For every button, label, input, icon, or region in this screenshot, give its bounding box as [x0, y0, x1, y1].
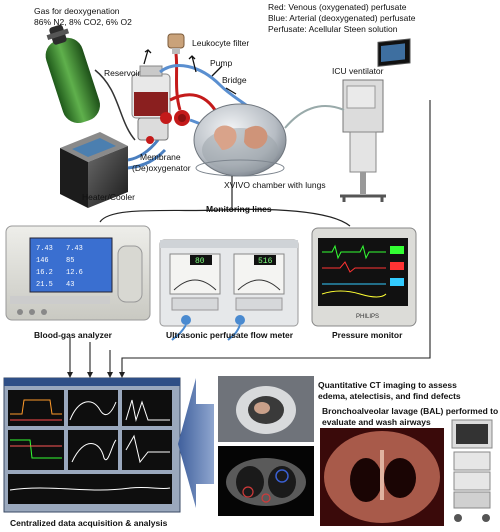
bal-text-line2: evaluate and wash airways — [322, 417, 431, 427]
bga-value-8: 43 — [66, 281, 74, 289]
pump-label: Pump — [210, 58, 233, 68]
pump — [174, 110, 190, 126]
membrane-label: Membrane — [140, 152, 181, 162]
icu-ventilator — [284, 38, 411, 202]
monitoring-lines-label: Monitoring lines — [206, 204, 272, 214]
bga-screen-values: 7.43 7.43 146 85 16.2 12.6 21.5 43 — [36, 245, 83, 289]
monitor-brand: PHILIPS — [356, 314, 379, 320]
data-acquisition-screen — [3, 377, 181, 513]
membrane-oxygenator — [137, 112, 172, 144]
heater-cooler-label: Heater/Cooler — [82, 192, 135, 202]
reservoir-label: Reservoir — [104, 68, 141, 78]
legend-blue: Blue: Arterial (deoxygenated) perfusate — [268, 13, 416, 23]
bga-value-2: 7.43 — [66, 245, 83, 253]
flow-arrows — [143, 49, 237, 95]
flow-meter-device — [159, 239, 299, 341]
ct-scan-images — [218, 376, 314, 516]
flow-display-right: 516 — [258, 257, 273, 266]
bga-value-7: 21.5 — [36, 281, 53, 289]
leukocyte-filter — [167, 33, 185, 54]
bronchoscope-tower — [451, 419, 493, 522]
xvivo-chamber — [193, 103, 287, 177]
heater-cooler-unit — [60, 132, 128, 208]
connector-lines — [69, 100, 431, 372]
gas-mix: 86% N2, 8% CO2, 6% O2 — [34, 17, 132, 27]
blood-gas-analyzer-device — [5, 225, 151, 321]
big-flow-arrow — [178, 378, 214, 508]
connector-arrowheads — [67, 372, 125, 378]
bga-value-5: 16.2 — [36, 269, 53, 277]
deoxygenator-label: (De)oxygenator — [132, 163, 191, 173]
leukocyte-filter-label: Leukocyte filter — [192, 38, 250, 48]
legend-red: Red: Venous (oxygenated) perfusate — [268, 2, 407, 12]
pressure-monitor-device — [311, 227, 417, 327]
ct-text-line2: edema, atelectisis, and find defects — [318, 391, 461, 401]
legend-perfusate: Perfusate: Acellular Steen solution — [268, 24, 398, 34]
bridge-label: Bridge — [222, 75, 247, 85]
reservoir — [131, 65, 171, 119]
flow-meter-label: Ultrasonic perfusate flow meter — [166, 330, 294, 340]
blood-gas-analyzer-label: Blood-gas analyzer — [34, 330, 112, 340]
flow-display-left: 80 — [195, 257, 205, 266]
xvivo-chamber-label: XVIVO chamber with lungs — [224, 180, 326, 190]
bga-value-6: 12.6 — [66, 269, 83, 277]
icu-ventilator-label: ICU ventilator — [332, 66, 384, 76]
bal-text-line1: Bronchoalveolar lavage (BAL) performed t… — [322, 406, 499, 416]
gas-cylinder — [45, 24, 101, 124]
data-acquisition-label: Centralized data acquisition & analysis — [10, 518, 168, 528]
bronchoscopy-image — [320, 428, 444, 526]
ct-text-line1: Quantitative CT imaging to assess — [318, 380, 457, 390]
bga-value-1: 7.43 — [36, 245, 53, 253]
bga-value-3: 146 — [36, 257, 49, 265]
gas-title: Gas for deoxygenation — [34, 6, 120, 16]
pressure-monitor-label: Pressure monitor — [332, 330, 403, 340]
bga-value-4: 85 — [66, 257, 74, 265]
